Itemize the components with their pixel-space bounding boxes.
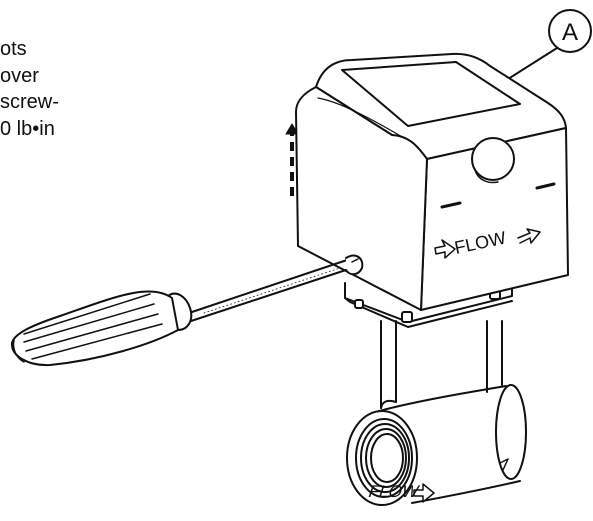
instruction-line-2: over: [0, 64, 39, 87]
instruction-line-4: 0 lb•in: [0, 117, 55, 140]
pipe-body: FLOW: [346, 320, 527, 506]
instruction-line-3: screw-: [0, 91, 59, 113]
instruction-line-1: ots: [0, 38, 27, 60]
body-flow-label: FLOW: [368, 482, 422, 501]
screwdriver-icon: [10, 254, 364, 367]
callout-a: A: [507, 9, 592, 80]
dashed-up-arrow-icon: [285, 123, 299, 196]
actuator-housing: FLOW: [295, 52, 569, 311]
instruction-text: ots over screw- 0 lb•in: [0, 36, 59, 142]
flow-direction-arrow-icon: [413, 483, 435, 503]
callout-label: A: [562, 19, 578, 46]
